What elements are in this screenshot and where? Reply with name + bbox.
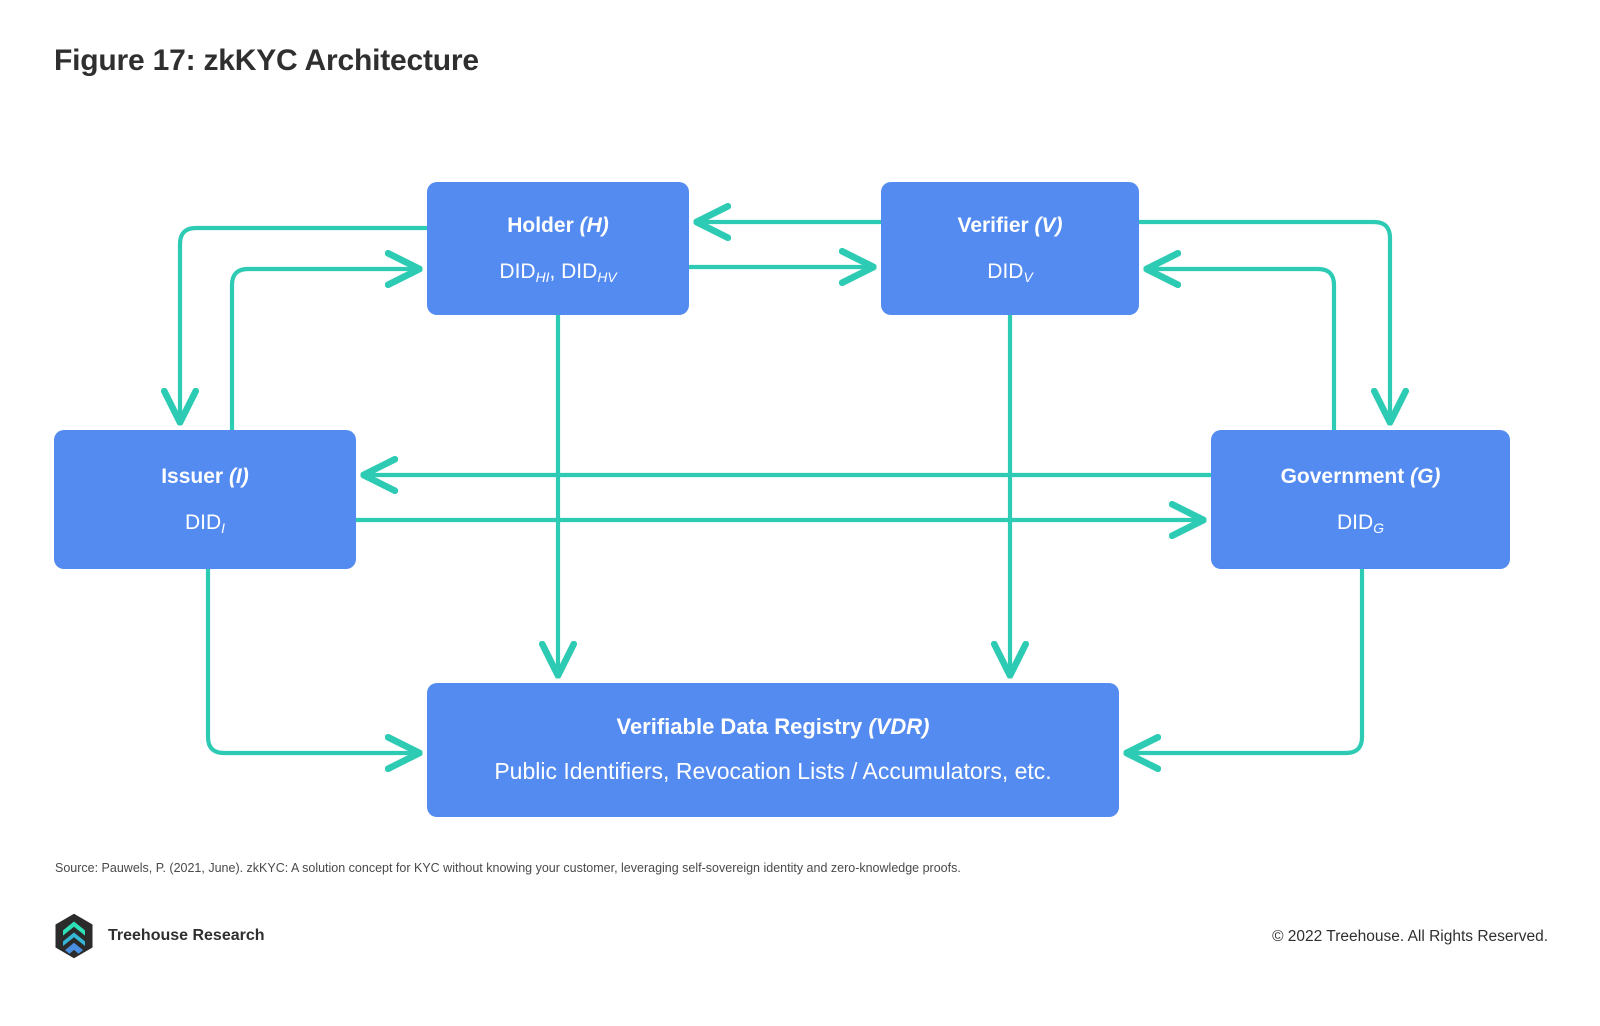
node-verifier-title: Verifier (V) [957,214,1063,238]
node-verifier-did: DIDV [987,259,1033,285]
node-government-did: DIDG [1337,510,1384,536]
edge-verifier-to-government [1139,219,1390,421]
node-government[interactable]: Government (G) DIDG [1211,430,1510,569]
node-vdr[interactable]: Verifiable Data Registry (VDR) Public Id… [427,683,1119,817]
edge-issuer-to-vdr [205,569,418,753]
edge-holder-to-issuer [180,225,427,421]
node-holder-did: DIDHI, DIDHV [499,259,617,285]
node-verifier[interactable]: Verifier (V) DIDV [881,182,1139,315]
footer-copyright: © 2022 Treehouse. All Rights Reserved. [1272,928,1548,945]
node-vdr-title: Verifiable Data Registry (VDR) [616,714,930,740]
edge-issuer-to-holder [229,269,418,569]
footer-brand-label: Treehouse Research [108,927,265,944]
node-issuer-did: DIDI [184,510,226,536]
node-vdr-subtitle: Public Identifiers, Revocation Lists / A… [494,758,1052,785]
page-title: Figure 17: zkKYC Architecture [54,44,479,77]
edge-government-to-vdr [1128,569,1365,753]
node-issuer[interactable]: Issuer (I) DIDI [54,430,356,569]
node-issuer-title: Issuer (I) [161,465,249,489]
treehouse-logo-icon [55,913,93,959]
node-holder[interactable]: Holder (H) DIDHI, DIDHV [427,182,689,315]
node-government-title: Government (G) [1280,465,1441,489]
source-citation: Source: Pauwels, P. (2021, June). zkKYC:… [55,861,961,875]
footer-branding: Treehouse Research [54,913,265,959]
edge-government-to-verifier [1148,269,1337,569]
node-holder-title: Holder (H) [507,214,609,238]
